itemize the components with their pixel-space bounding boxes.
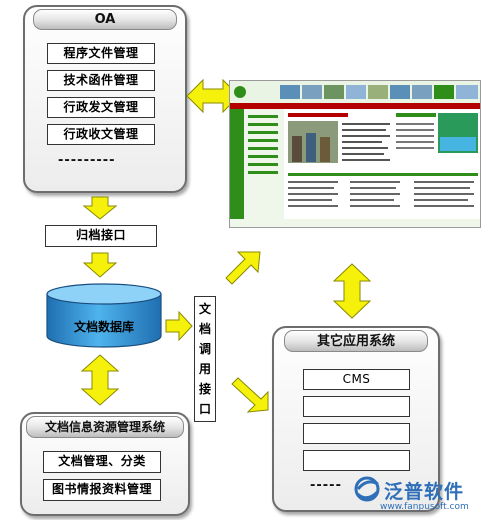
doc-management-item: 文档管理、分类	[43, 451, 161, 473]
database-icon	[46, 283, 162, 348]
other-apps-item-empty-3	[303, 450, 410, 471]
website-thumbnail-image	[230, 81, 480, 227]
oa-item-program-files: 程序文件管理	[47, 43, 155, 64]
down-arrow-icon	[82, 252, 118, 278]
diagonal-up-right-arrow-icon	[225, 251, 261, 285]
logo-url: www.fanpusoft.com	[380, 502, 469, 512]
website-screenshot	[229, 80, 481, 228]
other-apps-title: 其它应用系统	[284, 330, 428, 352]
library-info-management-item: 图书情报资料管理	[43, 479, 161, 501]
logo-icon	[354, 476, 380, 502]
other-apps-item-empty-2	[303, 423, 410, 444]
other-apps-item-cms: CMS	[303, 369, 410, 390]
oa-item-admin-dispatch: 行政发文管理	[47, 97, 155, 118]
oa-more-dots: ---------	[58, 153, 116, 168]
down-arrow-icon	[82, 196, 118, 220]
other-apps-more-dots: -----	[310, 478, 342, 493]
oa-title: OA	[33, 9, 177, 30]
oa-item-tech-letters: 技术函件管理	[47, 70, 155, 91]
logo-text: 泛普软件	[384, 481, 465, 503]
diagonal-down-right-arrow-icon	[231, 377, 269, 413]
database-label: 文档数据库	[73, 320, 134, 334]
other-apps-item-empty-1	[303, 396, 410, 417]
archive-interface-box: 归档接口	[45, 225, 157, 247]
other-apps-panel	[272, 326, 440, 512]
vertical-double-arrow-icon	[332, 263, 372, 319]
oa-item-admin-receive: 行政收文管理	[47, 124, 155, 145]
right-arrow-icon	[165, 310, 193, 342]
doc-resource-system-title: 文档信息资源管理系统	[26, 416, 184, 438]
vertical-double-arrow-icon	[80, 354, 120, 406]
doc-call-interface-label: 文 档 调 用 接 口	[194, 296, 216, 422]
